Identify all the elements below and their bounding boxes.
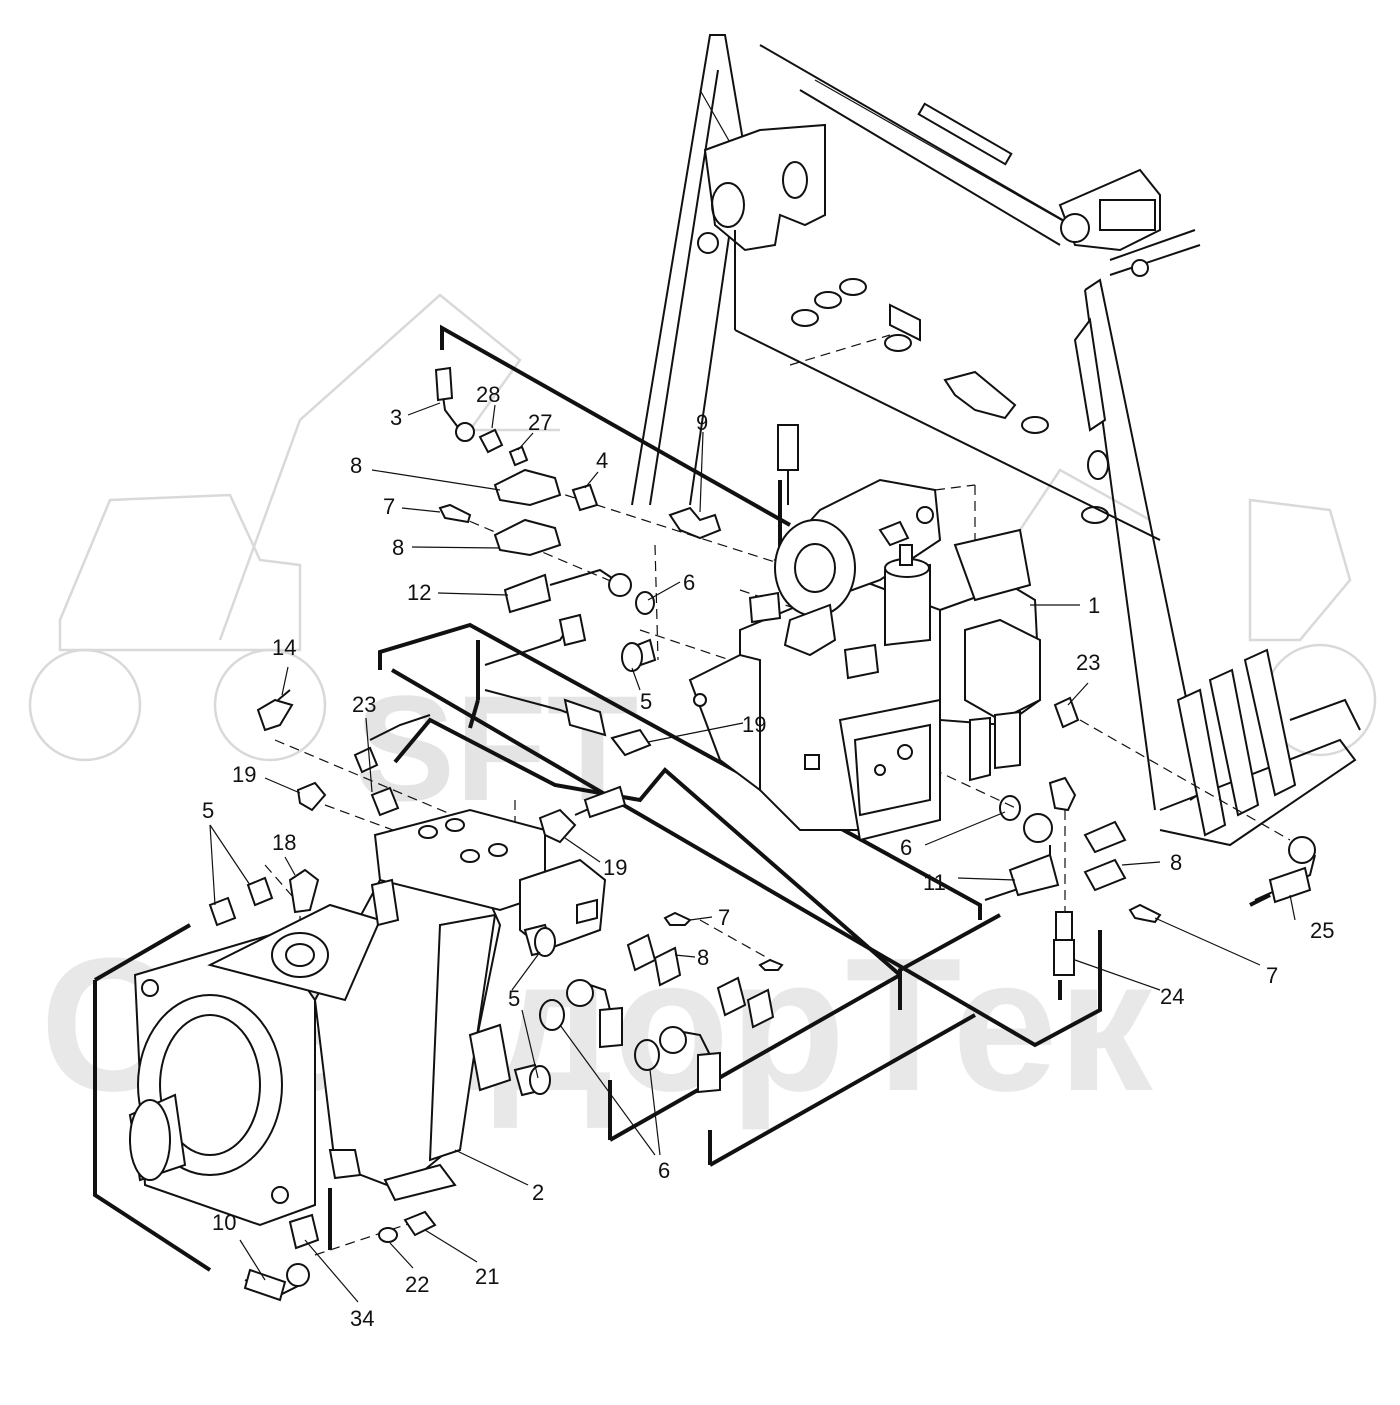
machine-frame [631,34,1361,847]
callout-8-upper-b: 8 [392,535,404,560]
callout-23-right: 23 [1076,650,1100,675]
callout-19-left: 19 [232,762,256,787]
callout-27: 27 [528,410,552,435]
callout-7-lower: 7 [718,905,730,930]
callout-12: 12 [407,580,431,605]
callout-24: 24 [1160,984,1184,1009]
callout-25: 25 [1310,918,1334,943]
callout-8-upper-a: 8 [350,453,362,478]
callout-2: 2 [532,1180,544,1205]
callout-34: 34 [350,1306,374,1331]
callout-19-valve: 19 [742,712,766,737]
callout-9: 9 [696,410,708,435]
callout-28: 28 [476,382,500,407]
leader-lines [209,402,1296,1303]
callout-5-valve: 5 [640,689,652,714]
callout-5-pump-side: 5 [508,986,520,1011]
callout-6-right: 6 [900,835,912,860]
watermark-machine-outlines [28,293,1377,762]
hose-routing-lines [93,324,1271,1272]
callout-14: 14 [272,635,296,660]
hoses-and-fittings [208,366,1316,1302]
callout-23-left: 23 [352,692,376,717]
callout-8-lower: 8 [697,945,709,970]
callout-5-pump: 5 [202,798,214,823]
control-valve-block [688,478,1042,842]
callout-labels: 1 2 3 4 5 5 5 6 6 6 7 7 7 8 8 8 8 9 10 1… [202,382,1334,1331]
callout-3: 3 [390,405,402,430]
callout-1: 1 [1088,593,1100,618]
callout-11: 11 [923,870,946,895]
callout-18: 18 [272,830,296,855]
callout-19-center: 19 [603,855,627,880]
hydraulic-pump [128,808,607,1227]
callout-8-right: 8 [1170,850,1182,875]
callout-21: 21 [475,1264,499,1289]
callout-7-right: 7 [1266,963,1278,988]
callout-10: 10 [212,1210,236,1235]
callout-6-upper: 6 [683,570,695,595]
callout-4: 4 [596,448,608,473]
callout-22: 22 [405,1272,429,1297]
callout-6-lower: 6 [658,1158,670,1183]
callout-7-upper: 7 [383,494,395,519]
